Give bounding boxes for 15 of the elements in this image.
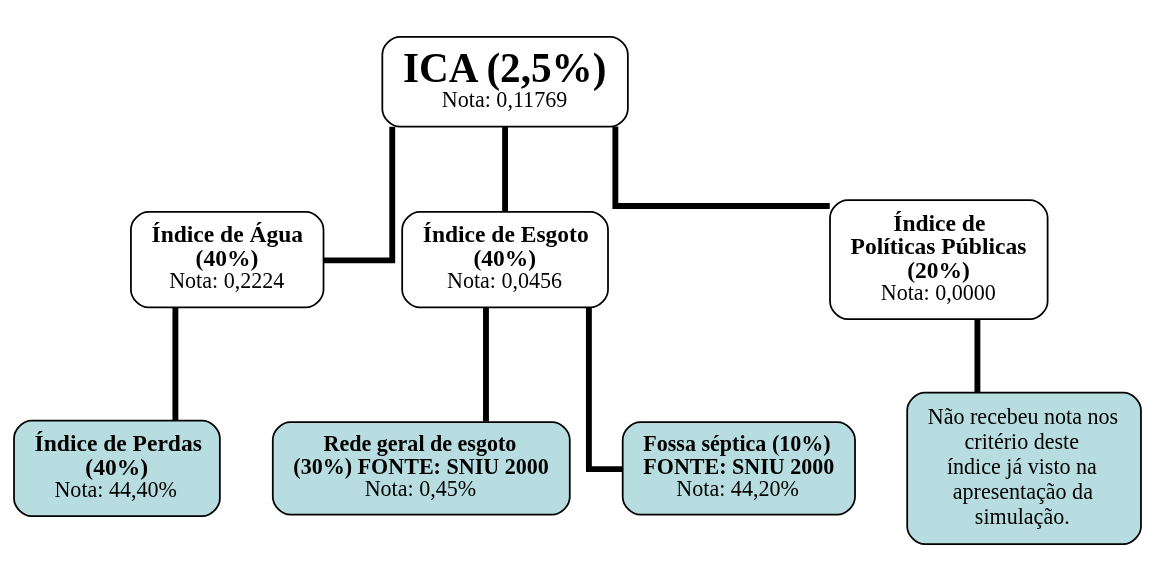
connector [323,126,396,263]
connector [172,307,179,420]
node-box: Índice de Políticas Públicas (20%) Nota: 0,0000 [829,198,1049,320]
connector [585,307,623,472]
connector [612,126,830,209]
node-box: Rede geral de esgoto (30%) FONTE: SNIU 2000 Nota: 0,45% [271,420,571,516]
connector [483,307,489,421]
node-box: Não recebeu nota nos critério deste índice já visto na apresentação da simulação. [906,391,1142,545]
node-box: Fossa séptica (10%) FONTE: SNIU 2000 Nota: 44,20% [621,420,856,516]
node-box: Índice de Perdas (40%) Nota: 44,40% [13,419,221,517]
node-box: Índice de Esgoto (40%) Nota: 0,0456 [401,210,609,308]
connector [502,126,509,212]
node-box: ICA (2,5%) Nota: 0,11769 [381,35,629,127]
node-box: Índice de Água (40%) Nota: 0,2224 [130,210,325,308]
connector [974,318,981,393]
